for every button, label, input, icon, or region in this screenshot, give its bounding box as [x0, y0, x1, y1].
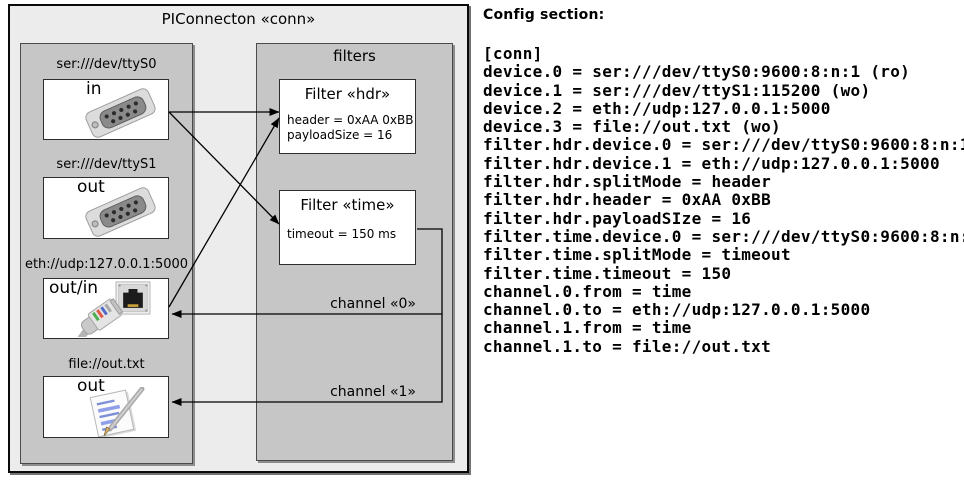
- filter-time-box: Filter «time» timeout = 150 ms: [279, 190, 416, 265]
- device-uri-label: eth://udp:127.0.0.1:5000: [24, 257, 189, 272]
- filter-title: Filter «hdr»: [304, 85, 391, 103]
- device-uri-label: ser:///dev/ttyS1: [56, 157, 157, 172]
- filter-hdr-box: Filter «hdr» header = 0xAA 0xBB payloadS…: [279, 79, 416, 154]
- filter-title: Filter «time»: [300, 196, 395, 214]
- diagram-title: PIConnecton «conn»: [161, 10, 316, 28]
- config-line: filter.hdr.device.1 = eth://udp:127.0.0.…: [483, 153, 940, 173]
- filter-property: header = 0xAA 0xBB: [287, 113, 414, 127]
- channel-1-label: channel «1»: [330, 384, 416, 400]
- diagram-frame: [8, 4, 469, 473]
- config-line: filter.time.splitMode = timeout: [483, 245, 791, 265]
- device-box-in: in: [43, 79, 169, 140]
- config-section: Config section: [conn]device.0 = ser:///…: [483, 6, 964, 356]
- file-note-icon: [89, 387, 145, 437]
- port-direction-label: out: [77, 177, 105, 197]
- config-line: [conn]: [483, 44, 543, 63]
- config-line: filter.time.device.0 = ser:///dev/ttyS0:…: [483, 226, 964, 246]
- config-line: filter.time.timeout = 150: [483, 263, 732, 283]
- device-box-out: out: [43, 177, 169, 239]
- config-line: filter.hdr.payloadSIze = 16: [483, 208, 752, 228]
- ethernet-plug-icon: [72, 298, 124, 337]
- config-line: filter.hdr.header = 0xAA 0xBB: [483, 190, 772, 210]
- serial-connector-icon: [85, 187, 156, 237]
- filter-property: timeout = 150 ms: [287, 227, 397, 241]
- config-line: filter.hdr.device.0 = ser:///dev/ttyS0:9…: [483, 135, 964, 155]
- filter-property: payloadSize = 16: [287, 127, 393, 142]
- filters-panel-label: filters: [333, 47, 376, 65]
- config-line: channel.0.from = time: [483, 281, 692, 301]
- filters-panel: filters Filter «hdr» header = 0xAA 0xBB …: [256, 43, 453, 461]
- config-line: filter.hdr.splitMode = header: [483, 172, 772, 192]
- port-direction-label: out/in: [49, 278, 99, 298]
- config-line: channel.0.to = eth://udp:127.0.0.1:5000: [483, 300, 871, 320]
- device-uri-label: file://out.txt: [68, 357, 145, 372]
- config-text: [conn]device.0 = ser:///dev/ttyS0:9600:8…: [483, 44, 964, 356]
- serial-connector-icon: [85, 88, 156, 138]
- device-box-file-out: out: [43, 376, 169, 438]
- port-direction-label: in: [86, 79, 102, 99]
- piconnecton-diagram: PIConnecton «conn» ser:///dev/ttyS0 in: [8, 4, 469, 473]
- config-line: device.3 = file://out.txt (wo): [483, 117, 781, 137]
- channel-0-label: channel «0»: [330, 296, 416, 312]
- config-line: channel.1.to = file://out.txt: [483, 336, 772, 356]
- config-line: device.2 = eth://udp:127.0.0.1:5000: [483, 98, 831, 118]
- device-uri-label: ser:///dev/ttyS0: [56, 57, 157, 72]
- config-line: device.0 = ser:///dev/ttyS0:9600:8:n:1 (…: [483, 62, 911, 82]
- filter-properties: header = 0xAA 0xBB payloadSize = 16: [287, 113, 413, 142]
- config-line: channel.1.from = time: [483, 318, 692, 338]
- device-box-outin: out/in: [43, 278, 169, 339]
- devices-panel: ser:///dev/ttyS0 in ser://: [20, 43, 193, 464]
- port-direction-label: out: [77, 376, 105, 396]
- filter-properties: timeout = 150 ms: [287, 227, 396, 242]
- config-heading: Config section:: [483, 7, 605, 23]
- ethernet-port-icon: [115, 281, 151, 315]
- config-line: device.1 = ser:///dev/ttyS1:115200 (wo): [483, 80, 871, 100]
